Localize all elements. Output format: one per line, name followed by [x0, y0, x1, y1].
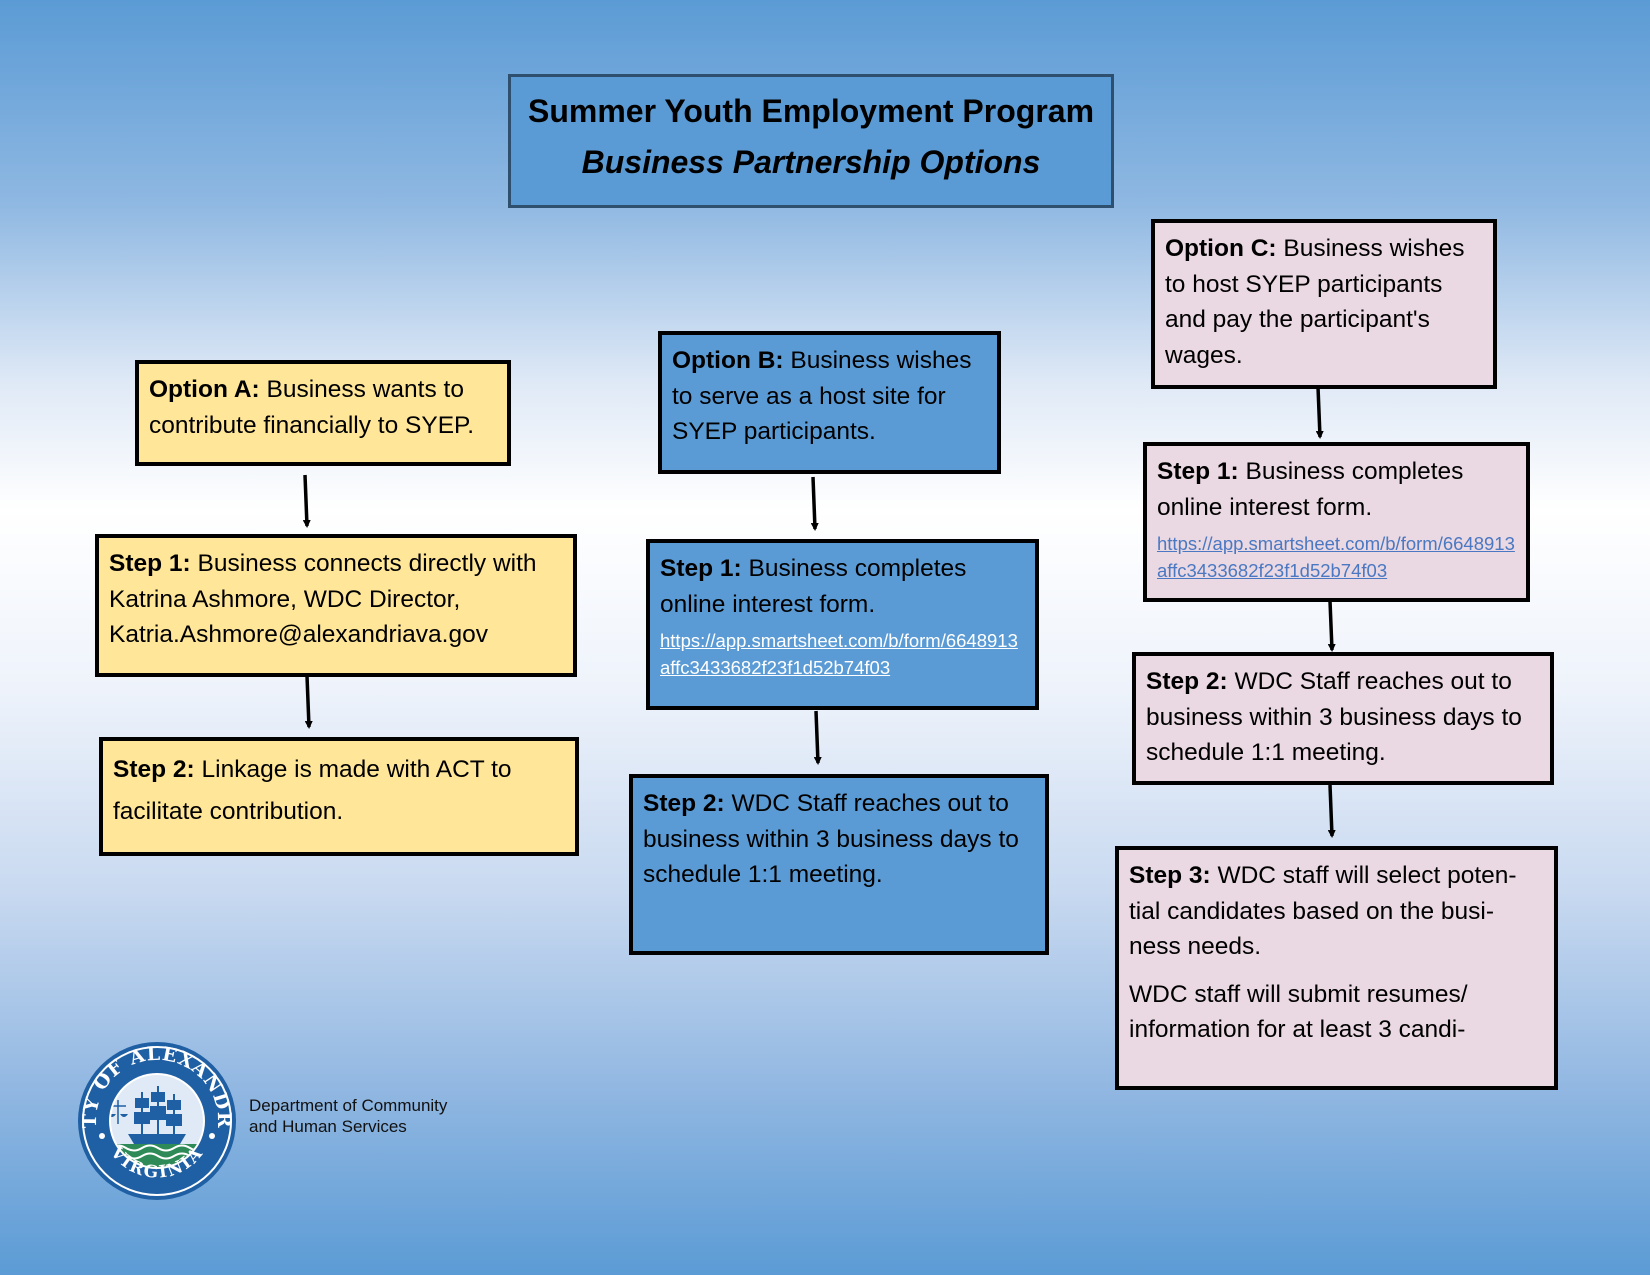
arrow-c-1: [1315, 386, 1324, 439]
option-a-box: Option A: Business wants to contribute f…: [135, 360, 511, 466]
option-b-box: Option B: Business wishes to serve as a …: [658, 331, 1001, 474]
option-a-step2-text: Linkage is made with ACT to facilitate c…: [113, 756, 512, 825]
arrow-a-1: [302, 474, 311, 528]
option-a-step1-text: Business connects directly with Katrina …: [109, 550, 537, 648]
option-c-step3-text: WDC staff will select poten-tial candida…: [1129, 862, 1517, 960]
department-name: Department of Community and Human Servic…: [249, 1095, 447, 1137]
option-c-box: Option C: Business wishes to host SYEP p…: [1151, 219, 1497, 389]
option-c-step3-label: Step 3:: [1129, 862, 1211, 889]
option-c-step1-box: Step 1: Business completes online intere…: [1143, 442, 1530, 602]
page-title: Summer Youth Employment Program: [527, 93, 1095, 129]
dept-line-1: Department of Community: [249, 1096, 448, 1115]
title-box: Summer Youth Employment Program Business…: [508, 74, 1114, 208]
option-c-step2-box: Step 2: WDC Staff reaches out to busines…: [1132, 652, 1554, 785]
option-a-label: Option A:: [149, 376, 260, 403]
option-c-step3-box: Step 3: WDC staff will select poten-tial…: [1115, 846, 1558, 1090]
arrow-a-2: [304, 675, 313, 729]
arrow-b-2: [813, 710, 822, 765]
option-c-text: Business wishes to host SYEP participant…: [1165, 235, 1465, 369]
option-c-step1-label: Step 1:: [1157, 458, 1239, 485]
option-c-step2-label: Step 2:: [1146, 668, 1228, 695]
option-c-step2-text: WDC Staff reaches out to business within…: [1146, 668, 1522, 766]
arrow-b-1: [810, 476, 819, 531]
page-subtitle: Business Partnership Options: [581, 144, 1041, 180]
option-c-form-link[interactable]: https://app.smartsheet.com/b/form/664891…: [1157, 533, 1515, 581]
option-a-step1-label: Step 1:: [109, 550, 191, 577]
arrow-c-2: [1327, 600, 1336, 652]
option-a-text: Business wants to contribute financially…: [149, 376, 475, 439]
option-b-step1-box: Step 1: Business completes online intere…: [646, 539, 1039, 710]
option-b-text: Business wishes to serve as a host site …: [672, 347, 972, 445]
arrow-c-3: [1327, 784, 1336, 838]
option-c-step1-text: Business completes online interest form.: [1157, 458, 1464, 521]
option-a-step1-box: Step 1: Business connects directly with …: [95, 534, 577, 677]
dept-line-2: and Human Services: [249, 1117, 407, 1136]
option-b-step2-text: WDC Staff reaches out to business within…: [643, 790, 1019, 888]
option-a-step2-label: Step 2:: [113, 756, 195, 783]
option-b-step1-text: Business completes online interest form.: [660, 555, 967, 618]
option-b-step1-label: Step 1:: [660, 555, 742, 582]
option-c-step3-text2: WDC staff will submit resumes/ informati…: [1129, 980, 1468, 1044]
option-c-label: Option C:: [1165, 235, 1277, 262]
city-seal-logo: CITY OF ALEXANDRIA VIRGINIA: [67, 1023, 238, 1202]
option-b-form-link[interactable]: https://app.smartsheet.com/b/form/664891…: [660, 630, 1018, 678]
option-b-label: Option B:: [672, 347, 784, 374]
option-a-step2-box: Step 2: Linkage is made with ACT to faci…: [99, 737, 579, 856]
option-b-step2-box: Step 2: WDC Staff reaches out to busines…: [629, 774, 1049, 955]
option-b-step2-label: Step 2:: [643, 790, 725, 817]
